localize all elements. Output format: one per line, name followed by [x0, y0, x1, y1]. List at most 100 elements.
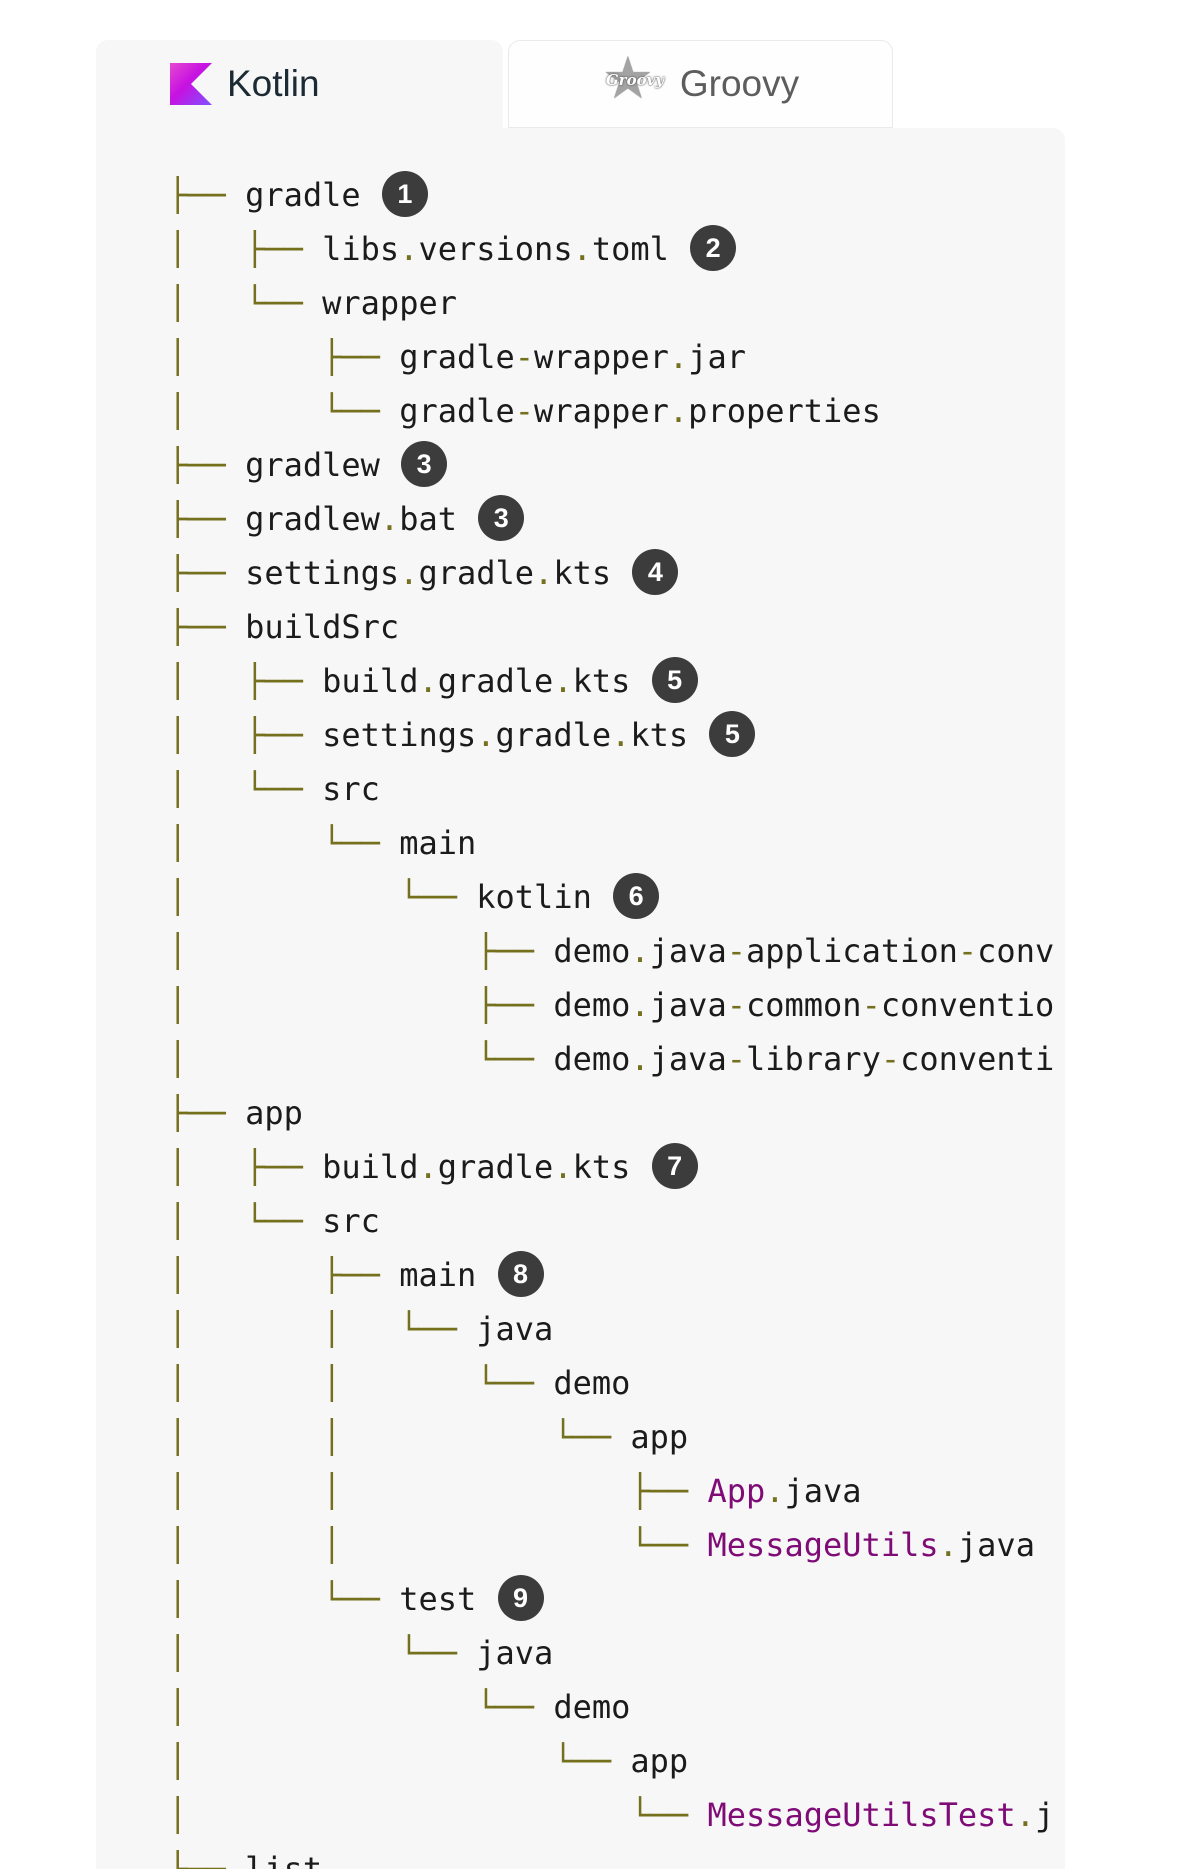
tree-entry-name: java	[649, 932, 727, 970]
callout-badge: 8	[497, 1251, 544, 1297]
callout-badge: 9	[497, 1575, 544, 1621]
tree-line: │ ├── demo.java-application-conv	[168, 924, 1065, 978]
tree-branch-glyph: .	[399, 230, 419, 268]
tree-entry-name: kotlin	[476, 878, 592, 916]
tree-branch-glyph: │ ├──	[168, 986, 554, 1024]
tree-branch-glyph: .	[1015, 1796, 1035, 1834]
tree-entry-name: wrapper	[322, 284, 457, 322]
tree-entry-name: jar	[688, 338, 746, 376]
tree-line: │ └── kotlin 6	[168, 870, 1065, 924]
tree-branch-glyph: -	[514, 338, 535, 376]
callout-badge: 5	[709, 711, 756, 757]
tree-entry-name: App	[707, 1472, 766, 1510]
tree-branch-glyph: .	[668, 338, 689, 376]
tree-branch-glyph: │ ├──	[168, 1148, 323, 1186]
tree-branch-glyph: │ └──	[168, 1634, 477, 1672]
tree-line: │ └── MessageUtilsTest.j	[168, 1788, 1065, 1842]
tree-branch-glyph: │ ├──	[168, 716, 323, 754]
tree-branch-glyph: ├──	[168, 1850, 246, 1869]
tree-entry-name: conv	[977, 932, 1055, 970]
groovy-star-label: Groovy	[605, 71, 665, 89]
tree-entry-name: java	[649, 986, 727, 1024]
tree-entry-name: app	[630, 1742, 689, 1780]
tree-entry-name: wrapper	[534, 392, 669, 430]
tab-kotlin[interactable]: Kotlin	[96, 40, 503, 128]
file-tree: ├── gradle 1│ ├── libs.versions.toml 2│ …	[96, 128, 1065, 1869]
tree-entry-name: MessageUtilsTest	[707, 1796, 1016, 1834]
tree-branch-glyph: │ └──	[168, 1742, 631, 1780]
tree-branch-glyph: │ │ └──	[168, 1364, 554, 1402]
tree-branch-glyph: │ └──	[168, 824, 400, 862]
tree-entry-name: src	[322, 1202, 380, 1240]
tree-entry-name: kts	[572, 662, 631, 700]
tree-branch-glyph: ├──	[168, 1094, 246, 1132]
tree-entry-name: conventio	[880, 986, 1055, 1024]
tree-branch-glyph: │ └──	[168, 284, 323, 322]
callout-badge: 3	[401, 441, 448, 487]
tree-branch-glyph: │ └──	[168, 1688, 554, 1726]
tree-entry-name: kts	[572, 1148, 631, 1186]
tree-line: │ └── src	[168, 762, 1065, 816]
tree-branch-glyph: │ └──	[168, 1580, 400, 1618]
tree-entry-name: gradlew	[245, 500, 380, 538]
tree-line: │ └── wrapper	[168, 276, 1065, 330]
tree-branch-glyph: │ ├──	[168, 1256, 400, 1294]
tree-line: │ ├── main 8	[168, 1248, 1065, 1302]
tree-line: ├── list	[168, 1842, 1065, 1869]
tree-line: │ ├── build.gradle.kts 5	[168, 654, 1065, 708]
tree-line: │ │ └── MessageUtils.java	[168, 1518, 1065, 1572]
tree-branch-glyph: │ │ └──	[168, 1418, 631, 1456]
tree-entry-name: wrapper	[534, 338, 669, 376]
tree-branch-glyph: ├──	[168, 554, 246, 592]
tree-entry-name: app	[630, 1418, 689, 1456]
tree-line: │ ├── gradle-wrapper.jar	[168, 330, 1065, 384]
callout-badge: 2	[690, 225, 737, 271]
tree-entry-name: list	[245, 1850, 323, 1869]
tree-line: │ ├── build.gradle.kts 7	[168, 1140, 1065, 1194]
tree-entry-name: demo	[553, 986, 631, 1024]
tree-entry-name: kts	[553, 554, 612, 592]
callout-badge: 1	[381, 171, 428, 217]
tree-branch-glyph: .	[418, 1148, 438, 1186]
tree-entry-name: settings	[245, 554, 400, 592]
tree-branch-glyph: ├──	[168, 446, 246, 484]
tree-entry-name: app	[245, 1094, 303, 1132]
callout-badge: 6	[613, 873, 660, 919]
tree-line: │ ├── settings.gradle.kts 5	[168, 708, 1065, 762]
tree-branch-glyph: .	[938, 1526, 958, 1564]
tree-entry-name: libs	[322, 230, 400, 268]
tree-entry-name: gradle	[437, 662, 554, 700]
tree-entry-name: bat	[399, 500, 457, 538]
tree-line: │ └── demo.java-library-conventi	[168, 1032, 1065, 1086]
tree-branch-glyph: -	[861, 986, 881, 1024]
tree-entry-name: demo	[553, 1688, 631, 1726]
tree-branch-glyph: .	[534, 554, 554, 592]
tree-entry-name: test	[399, 1580, 477, 1618]
tree-entry-name: library	[745, 1040, 881, 1078]
tree-line: │ │ └── demo	[168, 1356, 1065, 1410]
tree-line: ├── gradlew.bat 3	[168, 492, 1065, 546]
tab-groovy[interactable]: ★ Groovy Groovy	[508, 40, 893, 128]
tree-line: │ │ └── app	[168, 1410, 1065, 1464]
tree-branch-glyph: .	[553, 662, 573, 700]
tree-branch-glyph: -	[726, 986, 746, 1024]
tree-entry-name: gradle	[418, 554, 535, 592]
tree-entry-name: gradlew	[245, 446, 380, 484]
tree-branch-glyph: .	[630, 1040, 650, 1078]
tree-entry-name: java	[476, 1634, 554, 1672]
tree-entry-name: settings	[322, 716, 477, 754]
tree-branch-glyph: │ ├──	[168, 338, 400, 376]
callout-badge: 5	[651, 657, 698, 703]
tree-entry-name: versions	[418, 230, 573, 268]
tree-entry-name: main	[399, 1256, 477, 1294]
tree-branch-glyph: │ └──	[168, 1040, 554, 1078]
tree-branch-glyph: .	[572, 230, 592, 268]
tree-entry-name: src	[322, 770, 380, 808]
tree-branch-glyph: .	[630, 986, 650, 1024]
tree-entry-name: main	[399, 824, 477, 862]
tree-line: ├── buildSrc	[168, 600, 1065, 654]
tab-groovy-label: Groovy	[679, 63, 800, 104]
tree-line: │ │ └── java	[168, 1302, 1065, 1356]
tree-entry-name: application	[745, 932, 958, 970]
tree-entry-name: gradle	[437, 1148, 554, 1186]
